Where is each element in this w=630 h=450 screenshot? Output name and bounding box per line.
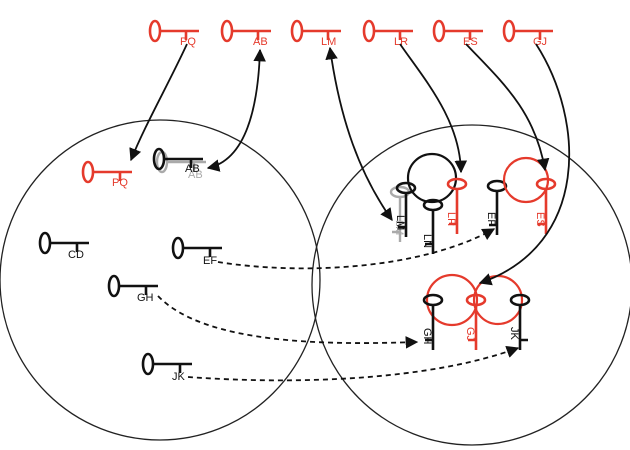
left-key-gh [107,274,158,298]
right-key-lr [446,177,468,234]
top-key-pq-label: PQ [180,36,196,48]
dashed-arrow-ef [217,228,496,270]
left-key-ab-shadow [155,150,206,174]
dashed-arrow-gh [157,295,419,349]
left-key-ef-label: EF [203,255,217,267]
left-key-jk [141,352,192,376]
arrow-es [465,43,550,172]
left-key-ab-label: AB [185,163,200,175]
arrow-pq [129,43,188,162]
left-set-circle [0,119,321,441]
right-key-ln-label: LN [421,234,433,248]
arrow-ab [206,48,266,172]
left-key-pq-label: PQ [112,177,128,189]
right-ring-1 [406,152,458,204]
right-key-gj-label: GJ [464,327,476,341]
top-key-gj-label: GJ [533,36,547,48]
top-key-gj [502,19,553,43]
left-key-jk-label: JK [172,371,186,383]
arrow-gj [478,43,571,286]
right-key-es [535,177,557,234]
top-key-ab [220,19,271,43]
right-key-ln [422,198,444,254]
top-key-lm [290,19,341,43]
left-key-ab-shadow-label: AB [188,169,203,181]
right-key-ef [486,179,508,235]
right-set-circle [311,124,630,446]
left-key-ef [171,236,222,260]
left-key-pq [81,160,132,184]
right-key-lr-label: LR [445,212,457,226]
right-key-jk-label: JK [508,327,520,341]
right-key-lm-label: LM [394,215,406,230]
right-key-es-label: ES [534,212,546,227]
top-key-es-label: ES [463,36,478,48]
top-key-pq [148,19,199,43]
right-key-lm [395,181,417,237]
dashed-arrow-jk [187,345,520,382]
right-key-gh [422,293,444,350]
left-key-ab [152,147,203,171]
top-key-lm-label: LM [321,36,336,48]
top-key-ab-label: AB [253,36,268,48]
arrow-lr [399,43,468,174]
top-key-lr [362,19,413,43]
top-key-es [432,19,483,43]
left-key-cd [38,231,89,255]
right-key-ef-label: EF [485,212,497,226]
top-key-lr-label: LR [394,36,408,48]
right-key-jk [509,293,531,350]
right-key-gh-label: GH [421,328,433,345]
left-key-gh-label: GH [137,292,154,304]
right-ring-2a [425,273,479,327]
arrow-lm [325,46,393,222]
left-key-cd-label: CD [68,249,84,261]
right-key-gj [465,293,487,350]
